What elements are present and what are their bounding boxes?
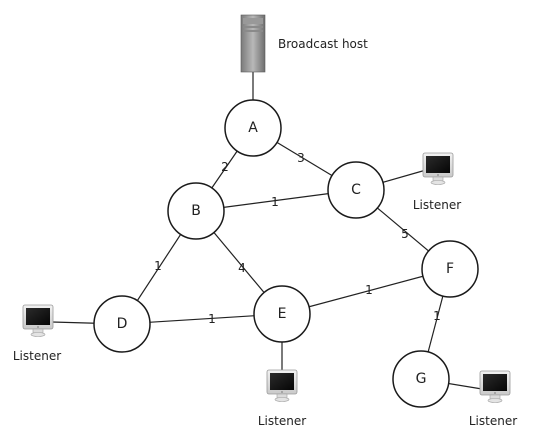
weight-b-e: 4 <box>238 261 246 275</box>
server-tower-icon <box>240 14 266 73</box>
weight-b-c: 1 <box>271 195 279 209</box>
computer-monitor-icon <box>266 369 298 402</box>
broadcast-host-label: Broadcast host <box>278 37 368 51</box>
weight-a-b: 2 <box>221 160 229 174</box>
node-b-label: B <box>191 203 201 219</box>
weights-layer: 2 3 1 1 4 5 1 1 1 <box>154 151 441 326</box>
node-f-label: F <box>446 261 454 277</box>
node-g: G <box>392 350 450 408</box>
node-a-label: A <box>248 120 258 136</box>
weight-f-g: 1 <box>433 309 441 323</box>
node-d-label: D <box>117 316 128 332</box>
node-f: F <box>421 240 479 298</box>
listener-label-d: Listener <box>13 349 61 363</box>
node-e: E <box>253 285 311 343</box>
weight-e-f: 1 <box>365 283 373 297</box>
node-b: B <box>167 182 225 240</box>
weight-a-c: 3 <box>297 151 305 165</box>
node-d: D <box>93 295 151 353</box>
weight-d-e: 1 <box>208 312 216 326</box>
weight-b-d: 1 <box>154 259 162 273</box>
weight-c-f: 5 <box>401 227 409 241</box>
node-e-label: E <box>278 306 287 322</box>
node-g-label: G <box>416 371 427 387</box>
computer-monitor-icon <box>479 370 511 403</box>
computer-monitor-icon <box>22 304 54 337</box>
nodes-layer: A B C D E F G <box>93 99 479 408</box>
node-c-label: C <box>351 182 361 198</box>
node-c: C <box>327 161 385 219</box>
listener-label-c: Listener <box>413 198 461 212</box>
node-a: A <box>224 99 282 157</box>
listener-label-g: Listener <box>469 414 517 428</box>
computer-monitor-icon <box>422 152 454 185</box>
listener-label-e: Listener <box>258 414 306 428</box>
edge-e-f <box>281 268 451 315</box>
